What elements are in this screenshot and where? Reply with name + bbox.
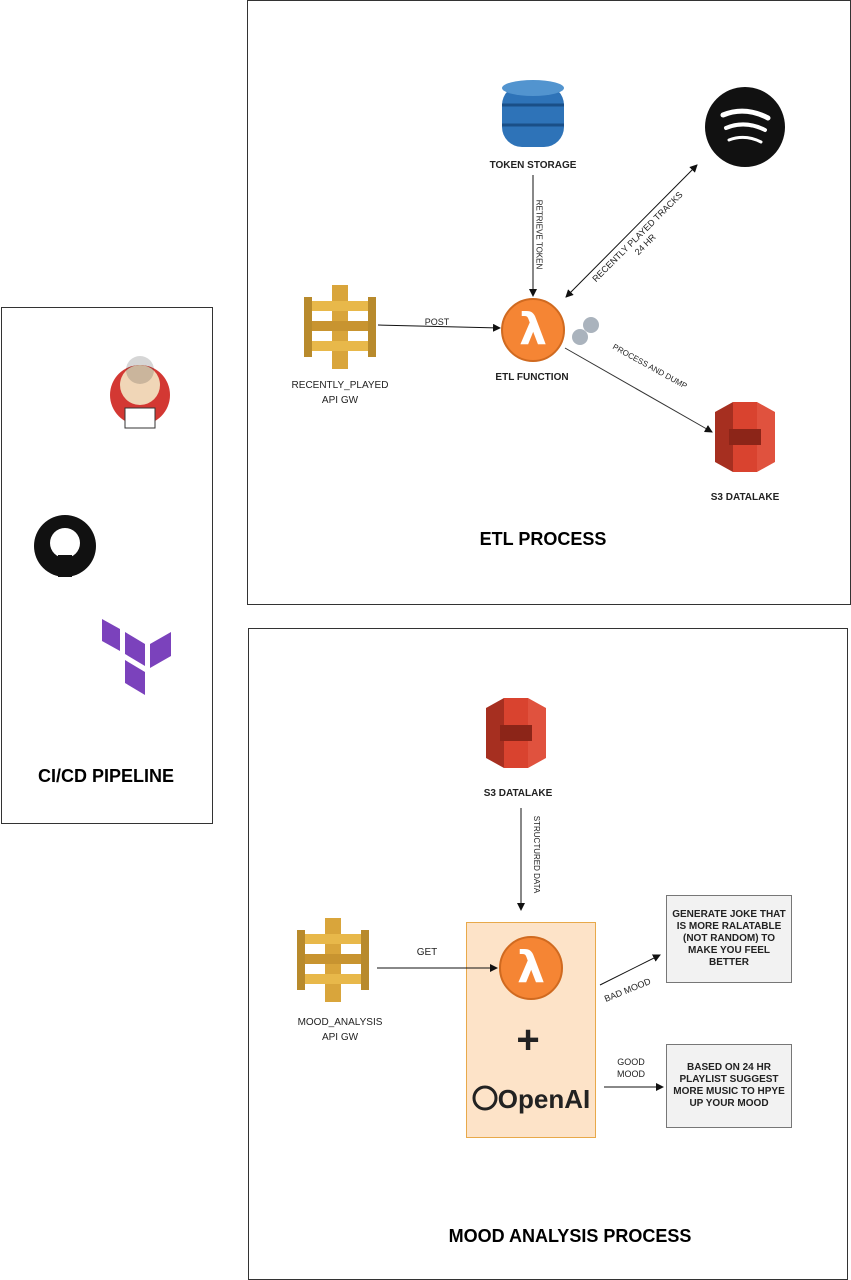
jenkins-icon: [110, 356, 170, 429]
api-gw-label: MOOD_ANALYSIS API GW: [298, 1015, 383, 1045]
api-gw-name: MOOD_ANALYSIS: [297, 1017, 383, 1028]
cicd-title: CI/CD PIPELINE: [37, 766, 175, 786]
etl-function-label: ETL FUNCTION: [495, 372, 569, 383]
s3-icon: [486, 698, 546, 768]
get-label: GET: [416, 947, 438, 958]
gears-icon: [572, 317, 599, 345]
good-mood-result-box: BASED ON 24 HR PLAYLIST SUGGEST MORE MUS…: [666, 1044, 792, 1128]
bad-mood-result-box: GENERATE JOKE THAT IS MORE RALATABLE (NO…: [666, 895, 792, 983]
plus-sign: +: [516, 1018, 540, 1062]
recently-played-arrow: [565, 164, 698, 298]
post-label: POST: [424, 317, 450, 327]
github-icon: [34, 515, 96, 577]
api-gw-name: RECENTLY_PLAYED: [291, 380, 389, 391]
dynamodb-icon: [502, 80, 564, 147]
s3-label: S3 DATALAKE: [710, 492, 780, 503]
bad-mood-arrow: [599, 954, 661, 986]
good-mood-label: GOOD MOOD: [617, 1056, 645, 1080]
s3-label: S3 DATALAKE: [483, 788, 553, 799]
etl-title: ETL PROCESS: [479, 529, 607, 549]
terraform-icon: [102, 619, 171, 695]
mood-title: MOOD ANALYSIS PROCESS: [448, 1226, 692, 1246]
openai-logo-text: OpenAI: [497, 1084, 591, 1114]
good-text: GOOD: [617, 1057, 645, 1067]
api-gateway-icon: [297, 918, 369, 1002]
token-storage-label: TOKEN STORAGE: [489, 160, 577, 171]
api-gw-text: API GW: [321, 1032, 359, 1043]
api-gw-text: API GW: [321, 395, 359, 406]
process-dump-arrow: [564, 347, 713, 433]
mood-text: MOOD: [617, 1069, 645, 1079]
cicd-panel: [1, 307, 213, 824]
openai-icon: [472, 1085, 498, 1111]
structured-data-label: STRUCTURED DATA: [532, 815, 542, 894]
lambda-icon: [499, 936, 563, 1000]
s3-icon: [715, 402, 775, 472]
lambda-icon: [501, 298, 565, 362]
api-gw-label: RECENTLY_PLAYED API GW: [292, 378, 389, 408]
post-arrow: [377, 323, 501, 332]
spotify-icon: [705, 87, 785, 167]
api-gateway-icon: [304, 285, 376, 369]
retrieve-token-label: RETRIEVE TOKEN: [534, 199, 544, 270]
